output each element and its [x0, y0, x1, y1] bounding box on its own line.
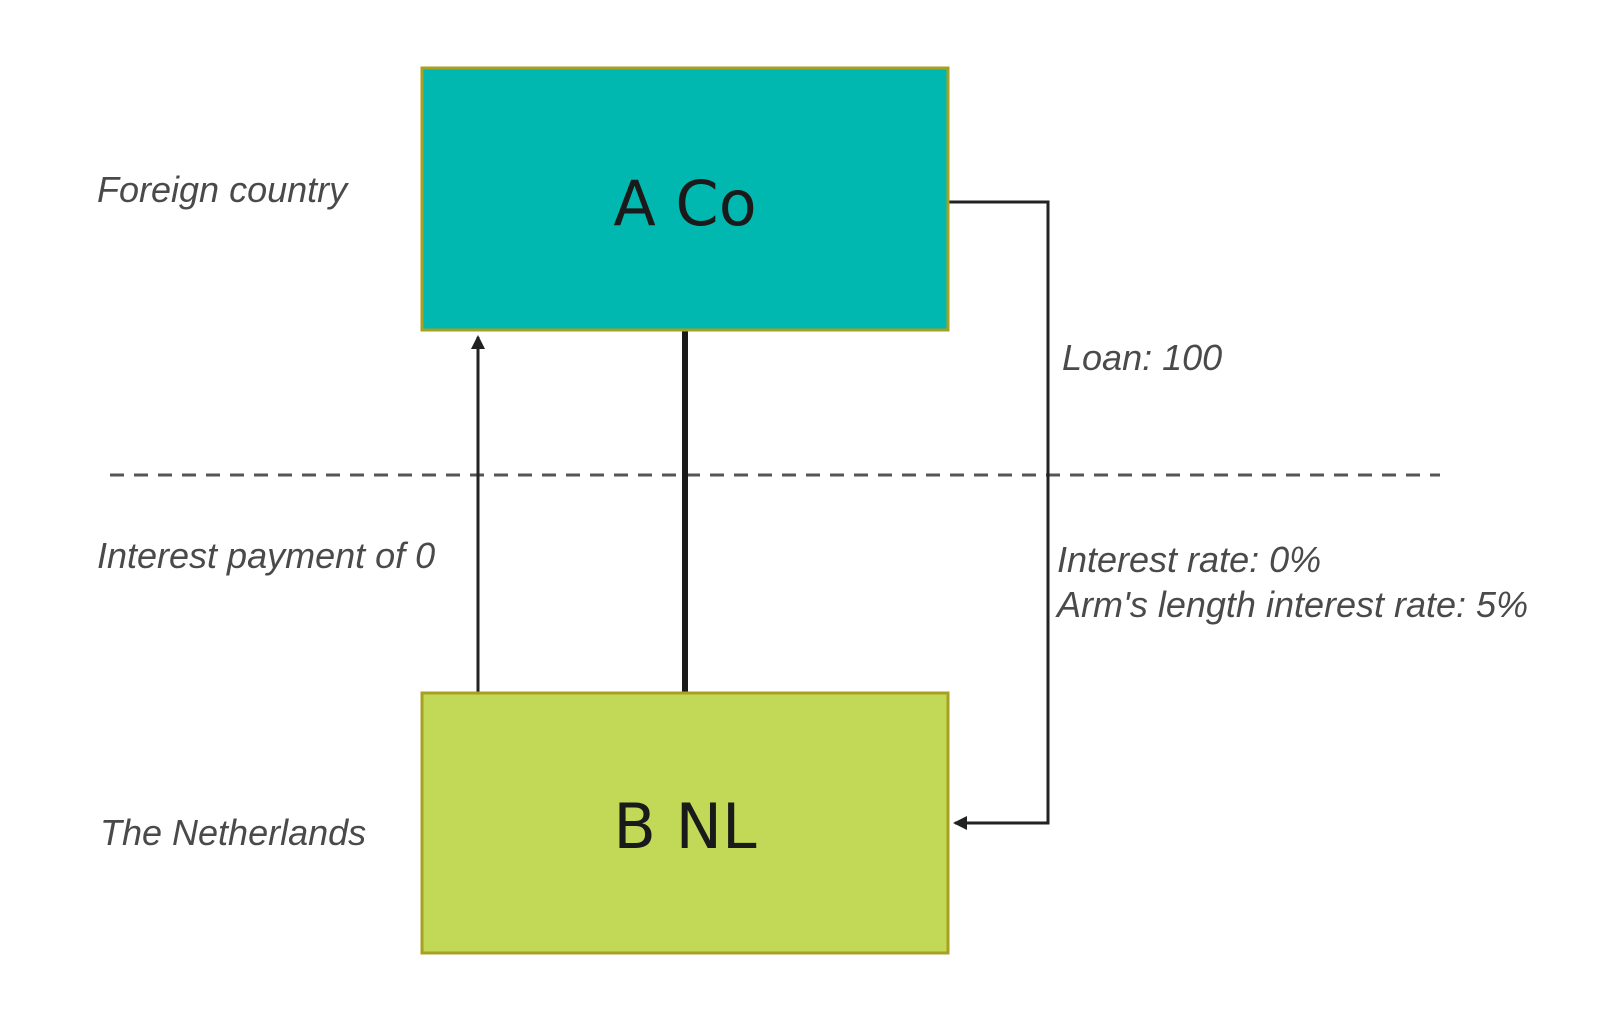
interest-rate-label: Interest rate: 0%	[1057, 539, 1321, 580]
region-label-foreign-country: Foreign country	[97, 169, 349, 210]
arms-length-rate-label: Arm's length interest rate: 5%	[1055, 584, 1528, 625]
region-label-the-netherlands: The Netherlands	[100, 812, 366, 853]
entity-a-co: A Co	[420, 66, 950, 332]
entity-b-nl-box	[420, 691, 950, 955]
entity-a-co-box	[420, 66, 950, 332]
entity-a-co-label: A Co	[613, 167, 756, 240]
entity-b-nl-label: B NL	[613, 790, 757, 863]
interest-payment-label: Interest payment of 0	[97, 535, 435, 576]
loan-amount-label: Loan: 100	[1062, 337, 1222, 378]
loan-arrow	[948, 200, 1050, 830]
entity-b-nl: B NL	[420, 691, 950, 955]
